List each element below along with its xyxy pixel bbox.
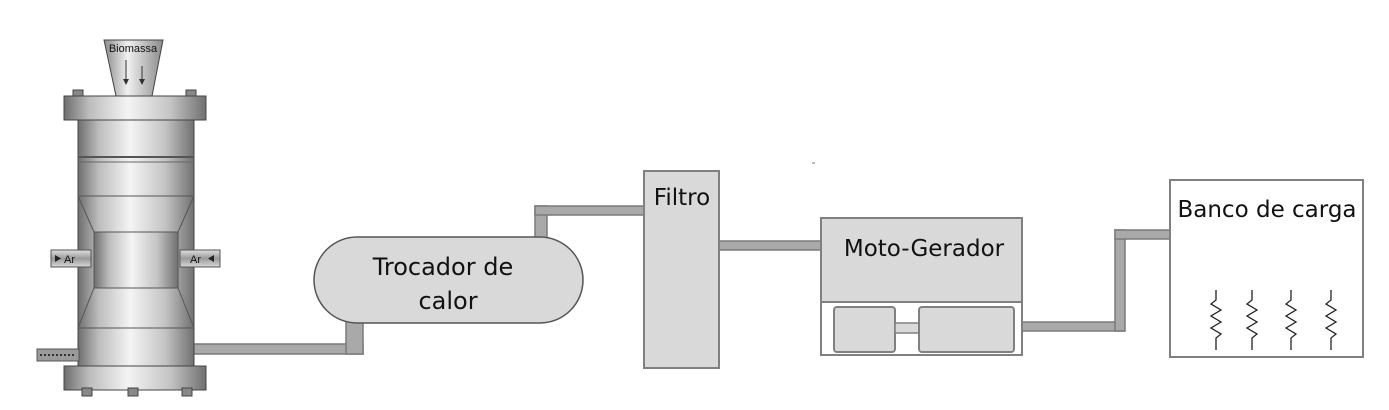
resistor-array — [1209, 290, 1338, 350]
filter: Filtro — [643, 170, 720, 369]
gasifier: Biomassa Ar Ar — [36, 39, 221, 397]
air-arrow-icon — [208, 255, 214, 262]
pipe-gasifier-to-exchanger-h — [192, 343, 364, 355]
alternator-block — [918, 306, 1015, 353]
air-inlet-right — [179, 249, 221, 268]
bottom-flange — [63, 365, 207, 391]
bolt — [181, 387, 193, 397]
gas-pipes — [192, 205, 1172, 355]
load-bank-label: Banco de carga — [1177, 197, 1356, 223]
resistor-icon — [1324, 290, 1338, 350]
motor-generator-label: Moto-Gerador — [844, 236, 1005, 262]
pipe-filter-to-generator — [717, 240, 823, 251]
heat-exchanger-vessel — [313, 236, 584, 324]
reactor-throat — [77, 195, 195, 233]
air-arrow-icon — [55, 255, 61, 262]
pipe-generator-to-bank-h2 — [1114, 229, 1172, 240]
air-inlet-left — [50, 249, 92, 268]
bolt — [127, 387, 139, 397]
pipe-exchanger-to-filter-h — [534, 205, 646, 216]
motor-generator: Moto-Gerador — [820, 217, 1023, 356]
heat-exchanger-label-line2: calor — [418, 287, 477, 315]
motor-generator-box — [820, 217, 1023, 303]
pipe-generator-to-bank-h1 — [1021, 321, 1125, 332]
resistor-icon — [1284, 290, 1298, 350]
coupling-shaft — [894, 322, 920, 334]
air-inlet-right-label: Ar — [190, 254, 201, 266]
heat-exchanger: Trocador de calor — [313, 236, 584, 324]
air-inlet-left-label: Ar — [64, 254, 75, 266]
engine-block — [833, 306, 896, 353]
filter-box — [643, 170, 720, 369]
top-flange — [63, 95, 207, 121]
heat-exchanger-label-line1: Trocador de — [372, 253, 513, 281]
load-bank: Banco de carga — [1169, 179, 1364, 358]
bolt — [81, 387, 93, 397]
resistor-icon — [1245, 290, 1259, 350]
filter-label: Filtro — [654, 185, 710, 211]
resistor-icon — [1209, 290, 1223, 350]
pipe-generator-to-bank-v — [1114, 229, 1126, 332]
load-bank-box — [1169, 179, 1364, 358]
biomass-label: Biomassa — [109, 43, 158, 55]
